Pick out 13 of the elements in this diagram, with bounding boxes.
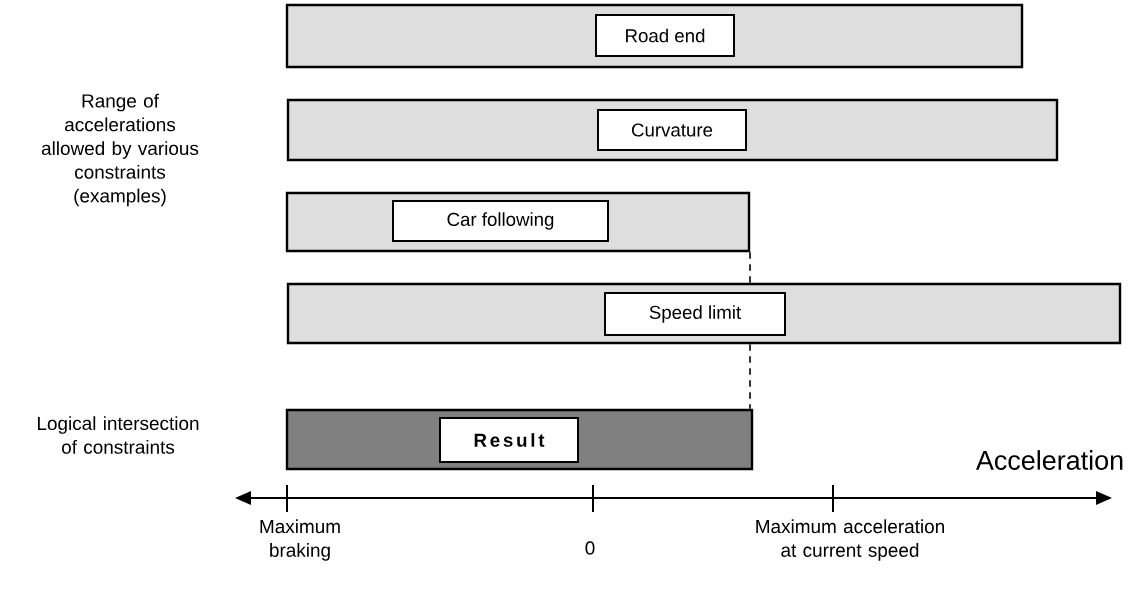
label-box: Result: [439, 417, 579, 463]
label-box: Road end: [595, 14, 735, 57]
axis-title: Acceleration: [975, 450, 1123, 470]
range-caption: Range of accelerations allowed by various constraints (examples): [41, 93, 199, 207]
tick-label: Maximum braking: [260, 519, 340, 561]
row-caption: Logical intersection of constraints: [38, 416, 199, 454]
guide-line: [749, 251, 751, 284]
guide-line: [749, 343, 751, 410]
tick-label: 0: [585, 541, 595, 555]
label-box: Car following: [392, 200, 609, 242]
label-box: Speed limit: [604, 292, 786, 336]
tick-label: Maximum acceleration at current speed: [756, 519, 944, 561]
label-box: Curvature: [597, 109, 747, 151]
